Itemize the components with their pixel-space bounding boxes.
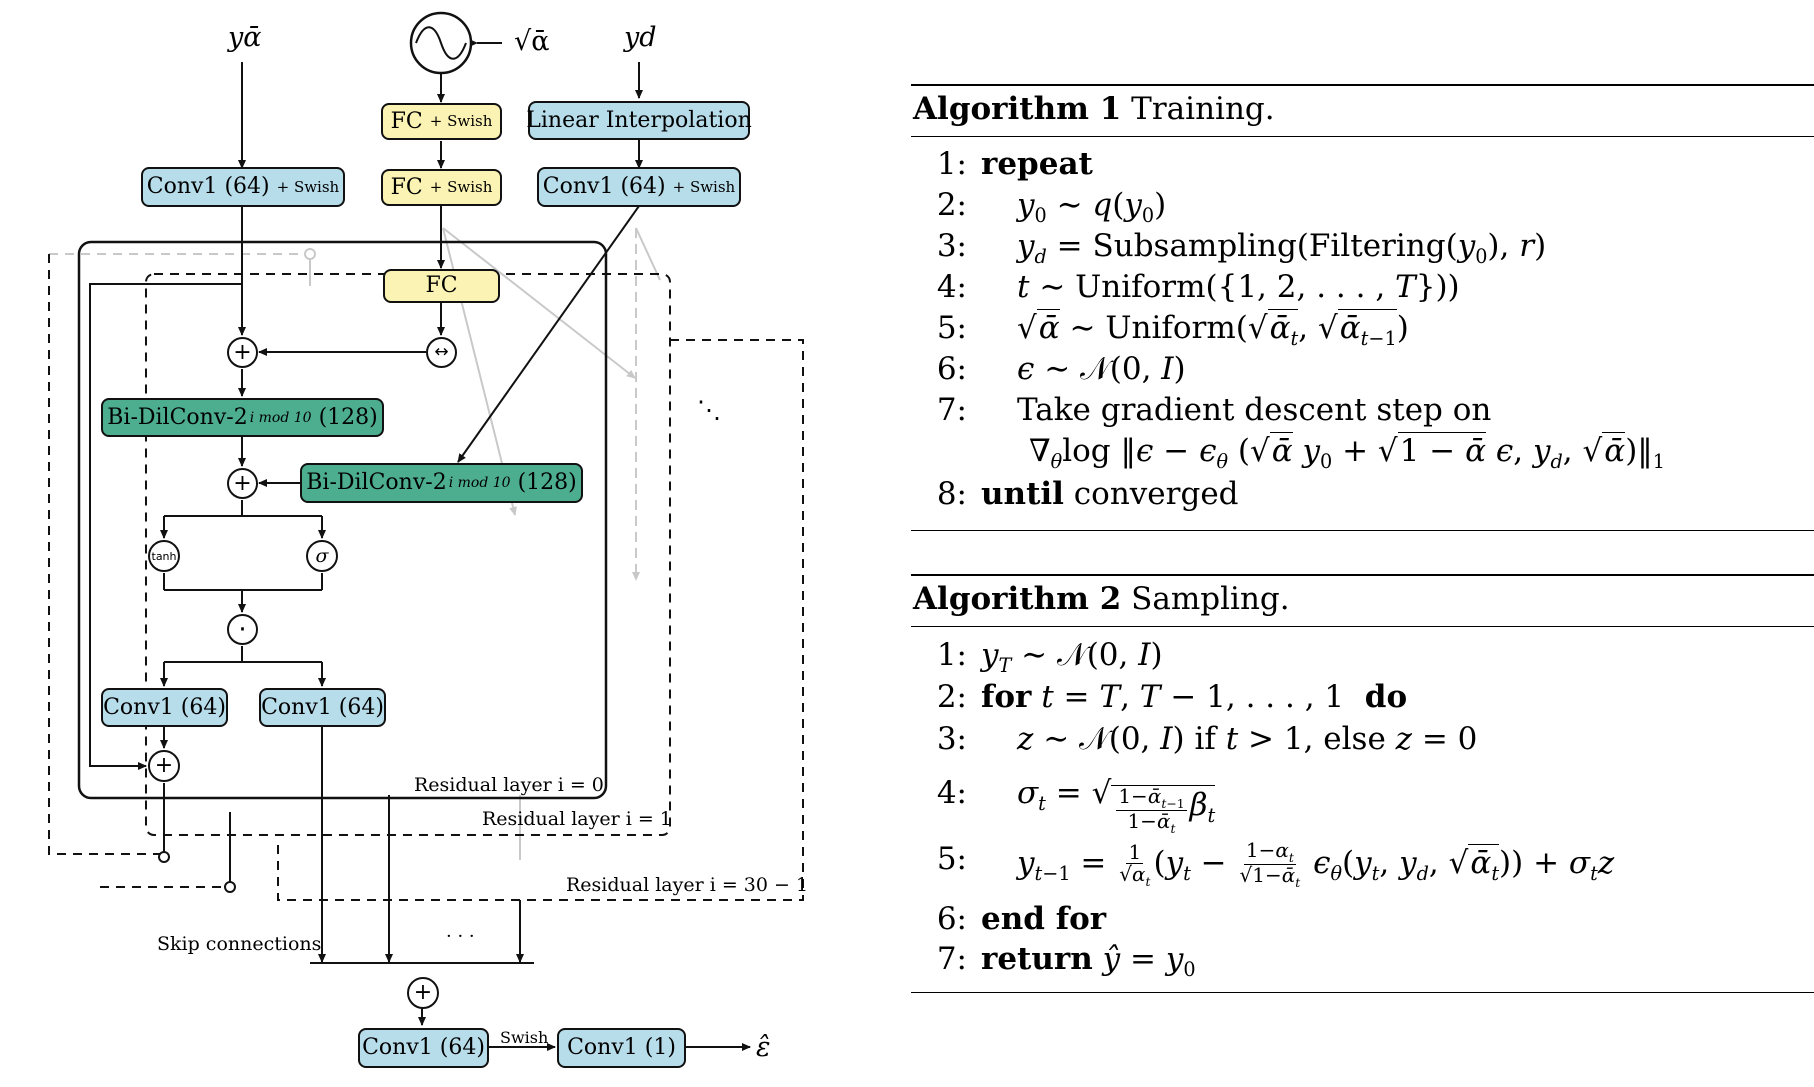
horizontal-ellipsis: · · · [446, 926, 475, 947]
algo1-line-6: 6:ϵ ∼ 𝒩(0, I) [936, 351, 1186, 387]
residual-layer-0-frame [77, 240, 608, 800]
conv1-swish-block-left: Conv1 (64)+ Swish [141, 167, 345, 207]
sigmoid-op: σ [306, 540, 338, 572]
algo1-line-7: 7:Take gradient descent step on [936, 392, 1492, 428]
algorithm-1-title: Algorithm 1 Training. [913, 91, 1275, 127]
sqrt-alpha-label: √ᾱ [514, 26, 550, 57]
algo1-line-5: 5:√ᾱ ∼ Uniform(√ᾱt, √ᾱt−1) [936, 309, 1409, 351]
diagonal-ellipsis: ⋱ [697, 396, 721, 424]
algo2-line-7: 7:return ŷ = y0 [936, 941, 1196, 982]
tanh-op: tanh [148, 540, 180, 572]
skip-connections-label: Skip connections [157, 933, 322, 955]
multiply-op: · [227, 614, 258, 645]
algorithm-1: Algorithm 1 Training. 1:repeat 2:y0 ∼ q(… [911, 0, 1814, 540]
algo1-line-3: 3:yd = Subsampling(Filtering(y0), r) [936, 228, 1547, 269]
residual-layer-1-label: Residual layer i = 1 [482, 808, 672, 830]
output-epsilon-label: ε̂ [756, 1032, 771, 1063]
add-op-skip-sum: + [407, 977, 439, 1009]
algo1-line-8: 8:until converged [936, 476, 1239, 512]
fc-swish-block-2: FC+ Swish [381, 169, 502, 206]
conv1-gate-right: Conv1 (64) [259, 688, 386, 727]
conv1-swish-block-right: Conv1 (64)+ Swish [537, 167, 741, 207]
algo2-line-6: 6:end for [936, 901, 1107, 937]
wavegrad-architecture-diagram: yᾱ √ᾱ yd ε̂ FC+ Swish FC+ Swish Linear I… [0, 0, 900, 1087]
arrows [89, 39, 751, 1051]
algo1-line-4: 4:t ∼ Uniform({1, 2, . . . , T})) [936, 269, 1460, 305]
swish-label: Swish [500, 1028, 549, 1047]
linear-interpolation-block: Linear Interpolation [526, 101, 752, 140]
conv1-output-64: Conv1 (64) [358, 1028, 489, 1068]
fc-swish-block-1: FC+ Swish [381, 103, 502, 140]
add-op-3: + [148, 750, 180, 782]
conditioning-label: yd [624, 22, 657, 53]
residual-layer-frames [48, 254, 804, 901]
algo1-line-7-formula: ∇θlog ‖ϵ − ϵθ (√ᾱ y0 + √1 − ᾱ ϵ, yd, √ᾱ)… [1029, 432, 1666, 474]
add-op-2: + [227, 468, 258, 499]
algo2-line-1: 1:yT ∼ 𝒩(0, I) [936, 637, 1163, 678]
algorithm-2-title: Algorithm 2 Sampling. [913, 581, 1290, 617]
residual-layer-0-label: Residual layer i = 0 [414, 774, 604, 796]
conv1-output-1: Conv1 (1) [557, 1028, 686, 1068]
algo2-line-2: 2:for t = T, T − 1, . . . , 1 do [936, 679, 1408, 715]
add-op-1: + [227, 337, 258, 368]
diagram-connections [48, 11, 804, 1051]
fc-block-3: FC [383, 269, 500, 303]
noise-level-label: yᾱ [228, 22, 262, 53]
algo2-line-5: 5:yt−1 = 1√αt(yt − 1−αt√1−ᾱt ϵθ(yt, yd, … [936, 838, 1615, 891]
conv1-gate-left: Conv1 (64) [101, 688, 228, 727]
broadcast-op: ↔ [426, 337, 457, 368]
algo2-line-3: 3:z ∼ 𝒩(0, I) if t > 1, else z = 0 [936, 721, 1478, 757]
residual-layer-last-label: Residual layer i = 30 − 1 [566, 874, 809, 896]
algo1-line-2: 2:y0 ∼ q(y0) [936, 187, 1167, 228]
algorithm-2: Algorithm 2 Sampling. 1:yT ∼ 𝒩(0, I) 2:f… [911, 560, 1814, 1000]
algo1-line-1: 1:repeat [936, 146, 1093, 182]
